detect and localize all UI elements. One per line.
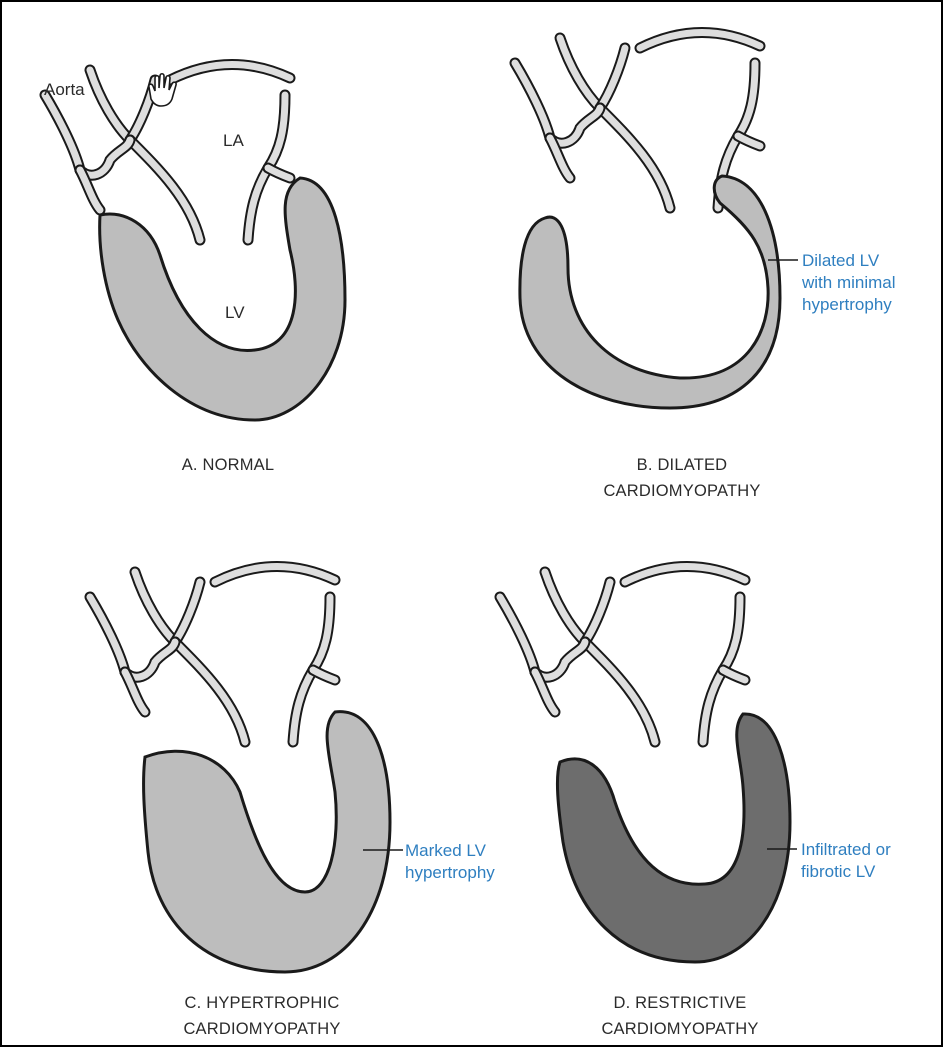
panel-restrictive: Infiltrated or fibrotic LV bbox=[500, 566, 891, 962]
label-la: LA bbox=[223, 131, 244, 150]
annotation-hypertrophic-1: Marked LV bbox=[405, 841, 487, 860]
caption-dilated-1: B. DILATED bbox=[637, 456, 728, 474]
annotation-restrictive-1: Infiltrated or bbox=[801, 840, 891, 859]
annotation-dilated-2: with minimal bbox=[801, 273, 896, 292]
annotation-hypertrophic-2: hypertrophy bbox=[405, 863, 495, 882]
annotation-restrictive-2: fibrotic LV bbox=[801, 862, 876, 881]
caption-restrictive-2: CARDIOMYOPATHY bbox=[601, 1020, 758, 1038]
lv-wall-restrictive bbox=[557, 714, 790, 962]
label-aorta: Aorta bbox=[44, 80, 85, 99]
annotation-dilated-3: hypertrophy bbox=[802, 295, 892, 314]
lv-wall-dilated bbox=[520, 176, 780, 408]
label-lv: LV bbox=[225, 303, 245, 322]
lv-wall-hypertrophic bbox=[144, 712, 390, 972]
caption-restrictive-1: D. RESTRICTIVE bbox=[614, 994, 747, 1012]
caption-hypertrophic-2: CARDIOMYOPATHY bbox=[183, 1020, 340, 1038]
caption-dilated-2: CARDIOMYOPATHY bbox=[603, 482, 760, 500]
annotation-dilated-1: Dilated LV bbox=[802, 251, 880, 270]
caption-hypertrophic-1: C. HYPERTROPHIC bbox=[185, 994, 340, 1012]
caption-normal: A. NORMAL bbox=[182, 456, 275, 474]
panel-normal: Aorta LA LV A. NORMAL bbox=[44, 64, 345, 474]
lv-wall-normal bbox=[100, 178, 345, 420]
panel-dilated: Dilated LV with minimal hypertrophy bbox=[515, 32, 896, 408]
panel-hypertrophic: Marked LV hypertrophy bbox=[90, 566, 495, 972]
